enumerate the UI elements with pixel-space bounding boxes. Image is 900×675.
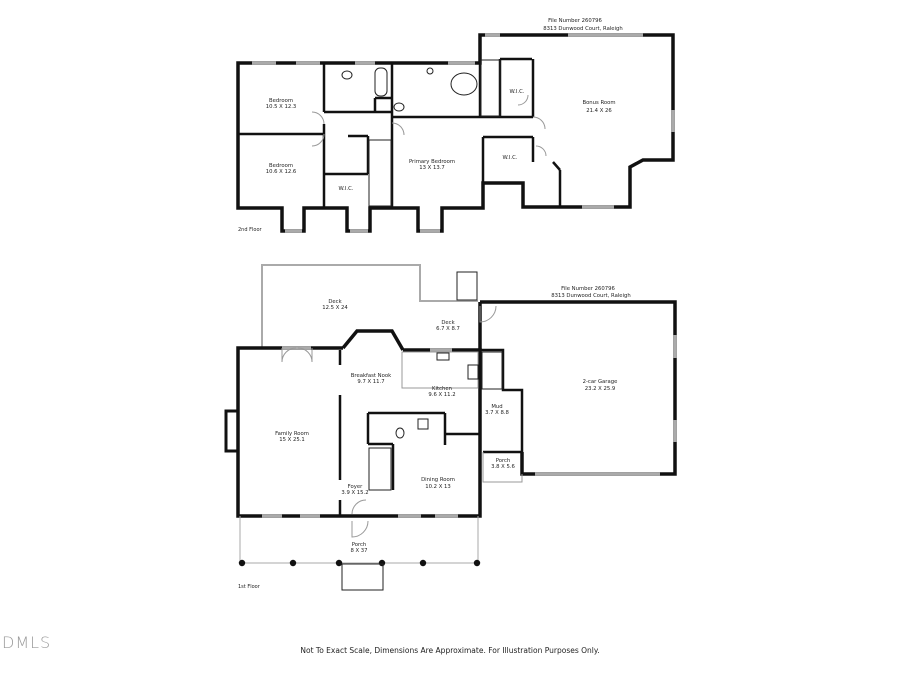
room-dims: 6.7 X 8.7 (436, 326, 460, 332)
toilet-icon (395, 427, 405, 439)
bathtub-icon (374, 67, 388, 97)
porch-stairs-icon (341, 563, 384, 591)
room-name: Mud (491, 404, 502, 410)
front-porch-outline (239, 516, 479, 564)
room-name: W.I.C. (503, 155, 518, 161)
room-dims: 9.6 X 11.2 (428, 392, 455, 398)
room-name: Family Room (275, 431, 309, 437)
second-floor-windows (252, 33, 675, 233)
porch-columns (238, 559, 481, 567)
room-dims: 23.2 X 25.9 (585, 386, 616, 392)
first-floor-labels: Deck 12.5 X 24 Deck 6.7 X 8.7 Breakfast … (238, 286, 631, 590)
address: 8313 Dunwood Court, Raleigh (551, 293, 630, 299)
kitchen-counter (401, 351, 479, 389)
room-name: Porch (496, 458, 511, 464)
room-name: Bedroom (269, 98, 293, 104)
room-dims: 15 X 25.1 (279, 437, 305, 443)
room-name: Dining Room (421, 477, 455, 483)
room-dims: 3.9 X 15.2 (341, 490, 368, 496)
second-floor-plan: Bedroom 10.5 X 12.3 Bedroom 10.6 X 12.6 … (236, 18, 675, 233)
address: 8313 Dunwood Court, Raleigh (543, 26, 622, 32)
room-dims: 8 X 37 (350, 548, 367, 554)
room-dims: 13 X 13.7 (419, 165, 445, 171)
door-swing-icon (281, 305, 497, 538)
logo: DMLS (2, 633, 52, 652)
second-floor-labels: Bedroom 10.5 X 12.3 Bedroom 10.6 X 12.6 … (238, 18, 623, 233)
room-name: Deck (328, 299, 342, 305)
room-dims: 21.4 X 26 (586, 108, 612, 114)
room-name: Porch (352, 542, 367, 548)
first-floor-interior-walls (338, 350, 480, 516)
room-name: Foyer (348, 484, 363, 490)
room-name: Bonus Room (582, 100, 615, 106)
first-floor-plan: Deck 12.5 X 24 Deck 6.7 X 8.7 Breakfast … (224, 264, 677, 591)
room-dims: 12.5 X 24 (322, 305, 348, 311)
room-name: W.I.C. (510, 89, 525, 95)
stove-icon (467, 364, 479, 380)
room-name: Deck (441, 320, 455, 326)
toilet-icon (393, 102, 405, 112)
side-porch-outline (482, 452, 523, 483)
sink-icon (417, 418, 429, 430)
room-name: Primary Bedroom (409, 159, 455, 165)
second-floor-interior-walls (238, 35, 562, 207)
room-dims: 9.7 X 11.7 (357, 379, 384, 385)
room-dims: 3.7 X 8.8 (485, 410, 509, 416)
stairs-icon (368, 447, 392, 491)
sink-icon (436, 352, 450, 361)
room-name: Breakfast Nook (351, 373, 392, 379)
deck-outline (261, 264, 478, 348)
garage-wall (478, 300, 677, 476)
room-dims: 3.8 X 5.6 (491, 464, 515, 470)
floor-label: 1st Floor (238, 584, 261, 590)
file-number: File Number 260796 (548, 18, 602, 24)
room-dims: 10.5 X 12.3 (266, 104, 297, 110)
stairs-icon (368, 59, 501, 207)
fireplace-icon (224, 409, 240, 453)
room-name: Bedroom (269, 163, 293, 169)
room-name: W.I.C. (339, 186, 354, 192)
first-floor-windows (262, 335, 677, 518)
stairs-icon (481, 351, 503, 390)
room-name: Kitchen (432, 386, 452, 392)
room-dims: 10.2 X 13 (425, 484, 451, 490)
room-dims: 10.6 X 12.6 (266, 169, 297, 175)
second-floor-fixtures (311, 59, 547, 207)
floor-label: 2nd Floor (238, 227, 262, 233)
sink-icon (426, 67, 434, 75)
deck-stairs-icon (456, 271, 478, 301)
corner-tub-icon (450, 72, 478, 96)
file-number: File Number 260796 (561, 286, 615, 292)
first-floor-fixtures (281, 305, 503, 538)
mud-wall (480, 348, 524, 454)
disclaimer: Not To Exact Scale, Dimensions Are Appro… (300, 646, 600, 655)
first-floor-exterior-wall (236, 329, 482, 518)
room-name: 2-car Garage (583, 379, 618, 385)
door-swing-icon (311, 94, 547, 157)
toilet-icon (341, 70, 353, 80)
